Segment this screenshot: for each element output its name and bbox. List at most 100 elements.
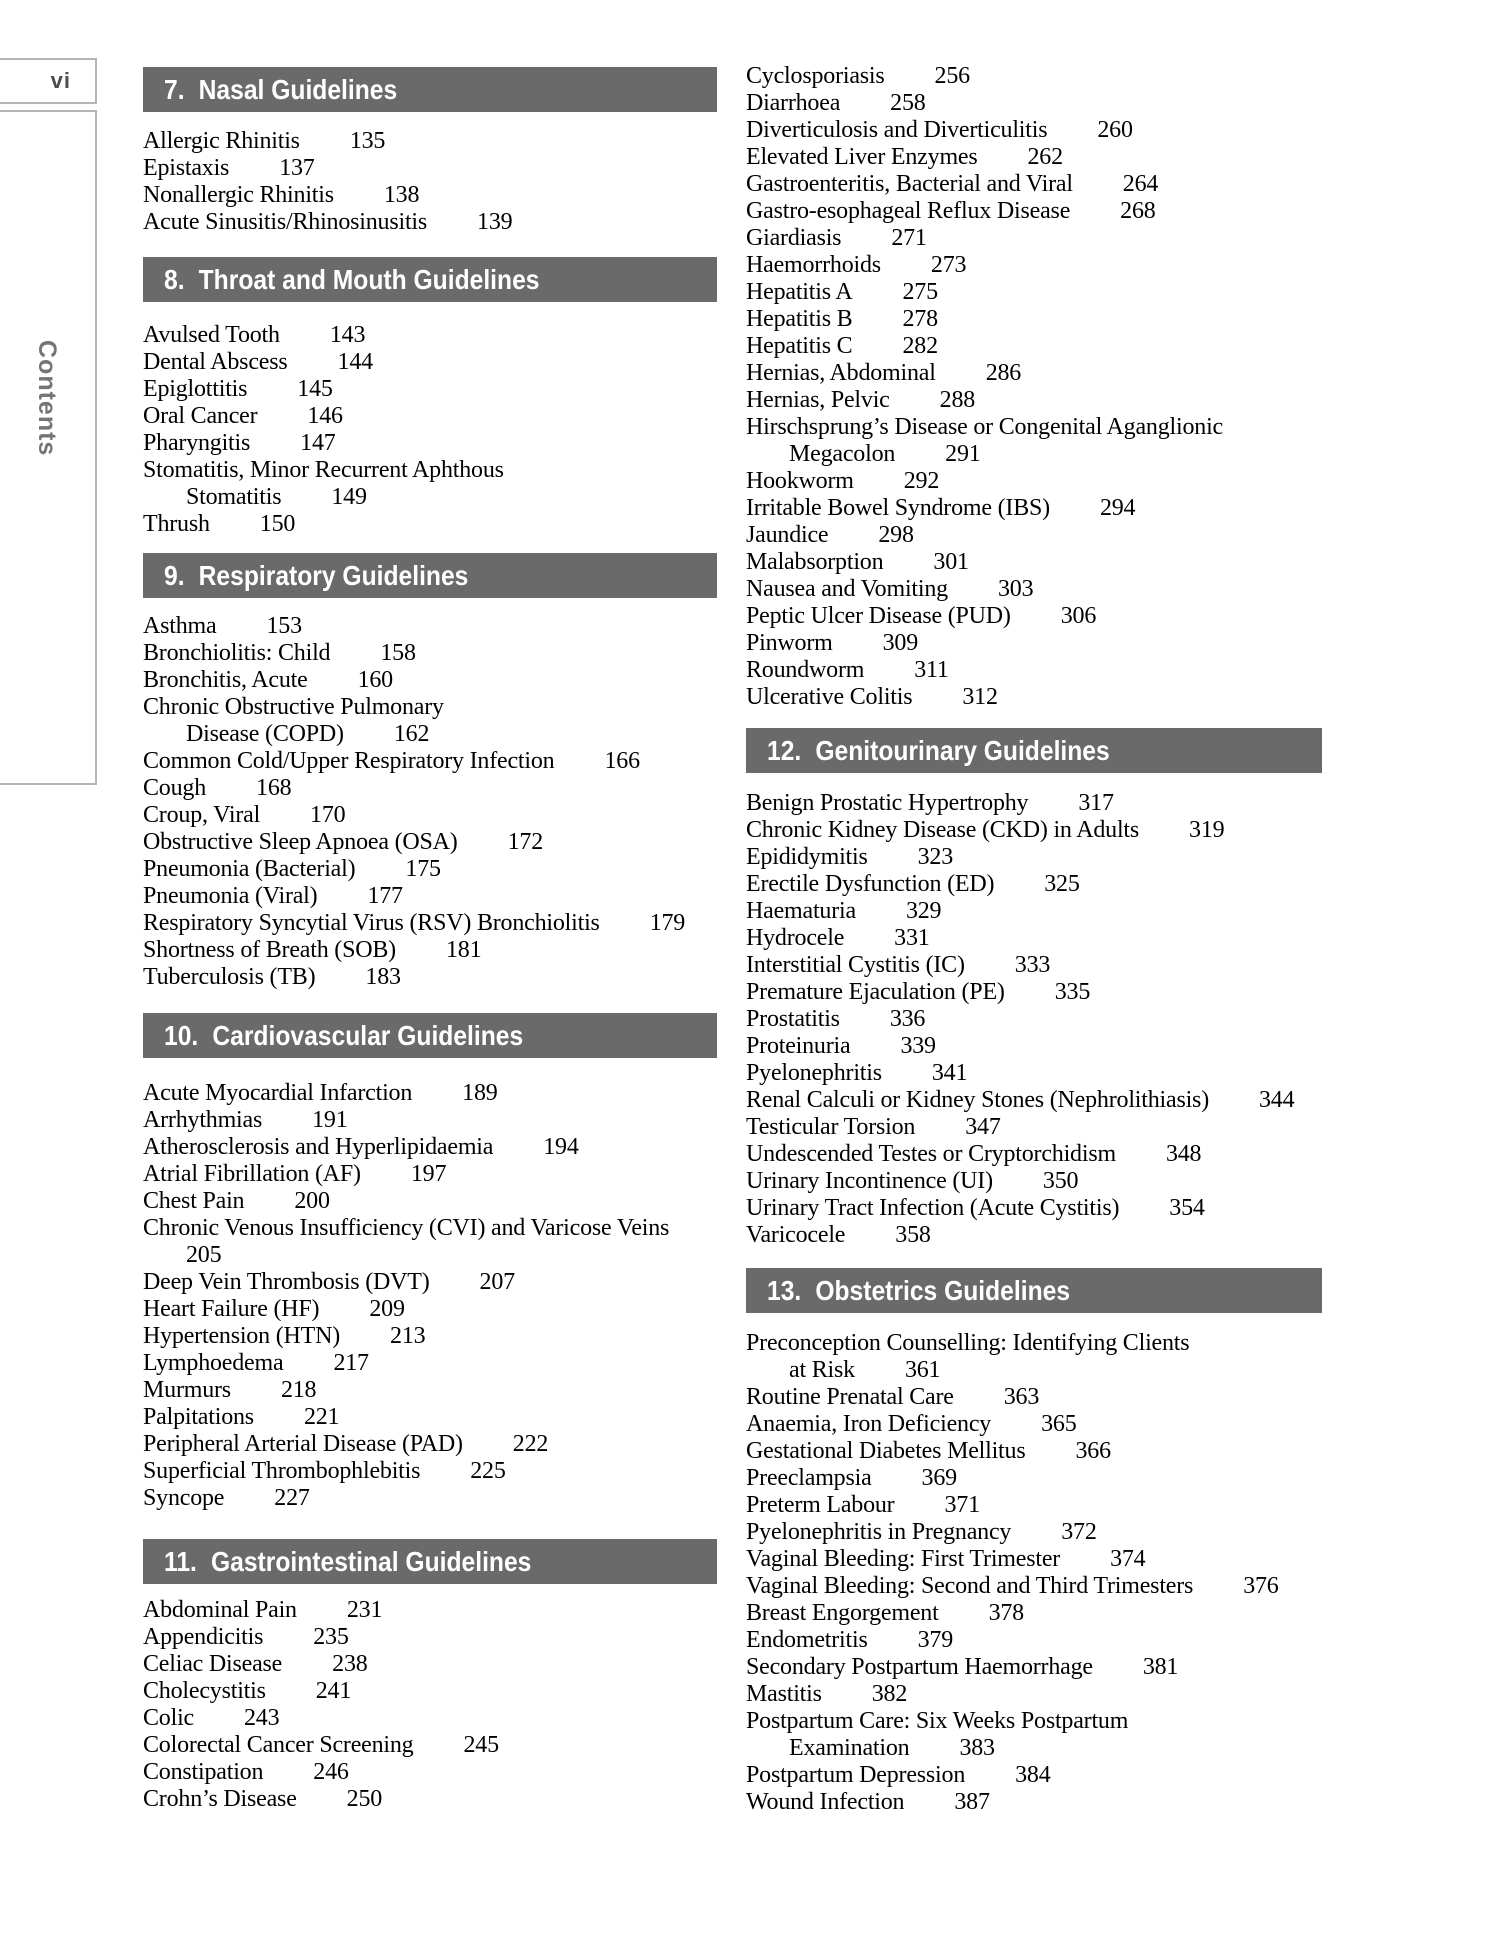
entry-title: Varicocele <box>746 1222 846 1248</box>
section-header-text: 12. Genitourinary Guidelines <box>767 735 1110 767</box>
entry-title: Examination <box>789 1735 910 1761</box>
toc-entry: Interstitial Cystitis (IC)333 <box>746 952 1322 979</box>
toc-entry: Urinary Incontinence (UI)350 <box>746 1168 1322 1195</box>
toc-entry: Gastroenteritis, Bacterial and Viral 264 <box>746 171 1322 198</box>
entry-page-number: 162 <box>393 721 430 747</box>
entry-page-number: 139 <box>477 209 513 235</box>
entry-title: Murmurs <box>143 1377 231 1403</box>
entry-title: Gastro-esophageal Reflux Disease <box>746 198 1071 224</box>
entry-page-number: 189 <box>462 1080 498 1106</box>
entry-page-number: 170 <box>310 802 346 828</box>
section-header-text: 10. Cardiovascular Guidelines <box>164 1020 523 1052</box>
entry-title: Wound Infection <box>746 1789 905 1815</box>
toc-entry: Tuberculosis (TB) 183 <box>143 964 717 991</box>
entry-page-number: 348 <box>1165 1141 1202 1167</box>
section-entries: Preconception Counselling: Identifying C… <box>746 1330 1322 1816</box>
toc-entry: Deep Vein Thrombosis (DVT)207 <box>143 1269 717 1296</box>
entry-title: Proteinuria <box>746 1033 851 1059</box>
entry-title: Roundworm <box>746 657 865 683</box>
toc-entry: Peptic Ulcer Disease (PUD) 306 <box>746 603 1322 630</box>
contents-tab: Contents <box>0 110 97 785</box>
entry-title: Gastroenteritis, Bacterial and Viral <box>746 171 1073 197</box>
entry-title: Appendicitis <box>143 1624 264 1650</box>
entry-title: Benign Prostatic Hypertrophy <box>746 790 1029 816</box>
entry-title: Undescended Testes or Cryptorchidism <box>746 1141 1116 1167</box>
toc-entry: Undescended Testes or Cryptorchidism 348 <box>746 1141 1322 1168</box>
entry-page-number: 303 <box>997 576 1034 602</box>
toc-entry: Peripheral Arterial Disease (PAD)222 <box>143 1431 717 1458</box>
entry-page-number: 347 <box>965 1114 1001 1140</box>
entry-page-number: 306 <box>1060 603 1097 629</box>
entry-title: Vaginal Bleeding: Second and Third Trime… <box>746 1573 1194 1599</box>
entry-title: Preconception Counselling: Identifying C… <box>746 1330 1190 1356</box>
entry-page-number: 264 <box>1122 171 1159 197</box>
entry-page-number: 341 <box>931 1060 968 1086</box>
section-number: 12. <box>767 734 802 766</box>
entry-title: Common Cold/Upper Respiratory Infection <box>143 748 555 774</box>
entry-title: Peptic Ulcer Disease (PUD) <box>746 603 1011 629</box>
entry-title: Diarrhoea <box>746 90 841 116</box>
entry-page-number: 333 <box>1014 952 1051 978</box>
section-number: 9. <box>164 559 185 591</box>
entry-title: Preterm Labour <box>746 1492 895 1518</box>
entry-page-number: 339 <box>900 1033 936 1059</box>
entry-title: Tuberculosis (TB) <box>143 964 316 990</box>
entry-title: Nonallergic Rhinitis <box>143 182 334 208</box>
entry-page-number: 207 <box>479 1269 516 1295</box>
entry-page-number: 365 <box>1041 1411 1077 1437</box>
entry-title: Giardiasis <box>746 225 842 251</box>
entry-title: Ulcerative Colitis <box>746 684 913 710</box>
entry-page-number: 158 <box>380 640 416 666</box>
entry-title: Prostatitis <box>746 1006 840 1032</box>
toc-entry: Pneumonia (Viral)177 <box>143 883 717 910</box>
entry-title: Erectile Dysfunction (ED) <box>746 871 995 897</box>
section-title: Cardiovascular Guidelines <box>212 1019 524 1051</box>
toc-entry: Irritable Bowel Syndrome (IBS)294 <box>746 495 1322 522</box>
section-header-bar: 8. Throat and Mouth Guidelines <box>143 257 717 302</box>
entry-page-number: 372 <box>1061 1519 1097 1545</box>
entry-page-number: 145 <box>297 376 333 402</box>
entry-page-number: 288 <box>939 387 976 413</box>
section-header-bar: 9. Respiratory Guidelines <box>143 553 717 598</box>
entry-title: Constipation <box>143 1759 264 1785</box>
entry-page-number: 183 <box>365 964 401 990</box>
entry-title: Atrial Fibrillation (AF) <box>143 1161 361 1187</box>
entry-title: Jaundice <box>746 522 829 548</box>
entry-title: Heart Failure (HF) <box>143 1296 320 1322</box>
section-header-text: 7. Nasal Guidelines <box>164 74 397 106</box>
entry-page-number: 275 <box>902 279 938 305</box>
entry-page-number: 138 <box>383 182 420 208</box>
section-number: 10. <box>164 1019 199 1051</box>
entry-page-number: 286 <box>985 360 1022 386</box>
section-title: Throat and Mouth Guidelines <box>198 263 540 295</box>
entry-title: Mastitis <box>746 1681 822 1707</box>
